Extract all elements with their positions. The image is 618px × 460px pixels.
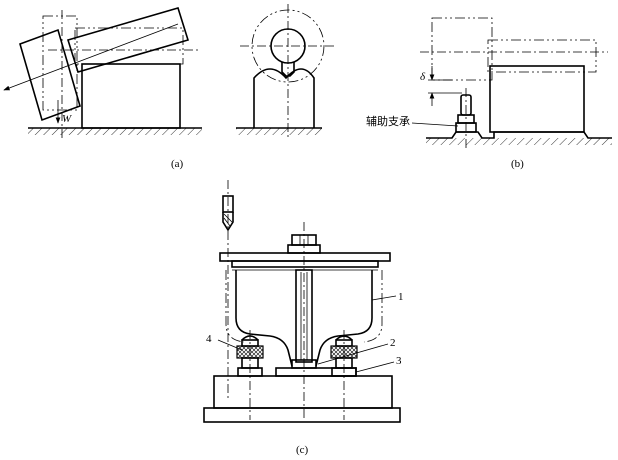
svg-text:4: 4 — [206, 333, 212, 345]
svg-text:2: 2 — [390, 337, 396, 349]
callout-3: 3 — [355, 355, 402, 373]
aux-support-left-part-4 — [236, 330, 264, 420]
tilted-arm — [66, 7, 190, 73]
callout-2: 2 — [317, 337, 396, 365]
auxiliary-support — [455, 88, 477, 148]
tilted-leg — [19, 28, 81, 122]
ground-a — [28, 127, 202, 135]
ring-subfigure — [236, 4, 336, 140]
svg-text:1: 1 — [398, 291, 404, 303]
panel-a: W (a) — [3, 4, 336, 170]
workpiece-block-a — [81, 63, 181, 129]
weight-label: W — [62, 113, 72, 125]
center-rod — [295, 269, 313, 363]
base-plate — [203, 407, 401, 423]
panel-b: δ 辅助支承 (b) — [366, 17, 612, 170]
callout-1: 1 — [371, 291, 404, 303]
workpiece-part-1 — [235, 270, 373, 367]
delta-label: δ — [420, 71, 426, 83]
svg-text:3: 3 — [396, 355, 402, 367]
phantom-arm-position — [74, 27, 184, 65]
caption-a: (a) — [171, 158, 184, 170]
caption-b: (b) — [511, 158, 524, 170]
aux-support-right — [330, 330, 358, 420]
drill-bit — [222, 180, 234, 400]
workpiece-block-b — [489, 65, 585, 133]
phantom-original-position — [42, 15, 78, 111]
fixture-base-part-3 — [213, 375, 393, 409]
support-label: 辅助支承 — [366, 114, 410, 128]
tip-direction-arrow — [3, 23, 179, 91]
caption-c: (c) — [296, 444, 309, 456]
callout-4: 4 — [206, 333, 243, 351]
top-plate — [219, 252, 391, 262]
panel-c: 1 2 3 4 (c) — [203, 180, 404, 456]
